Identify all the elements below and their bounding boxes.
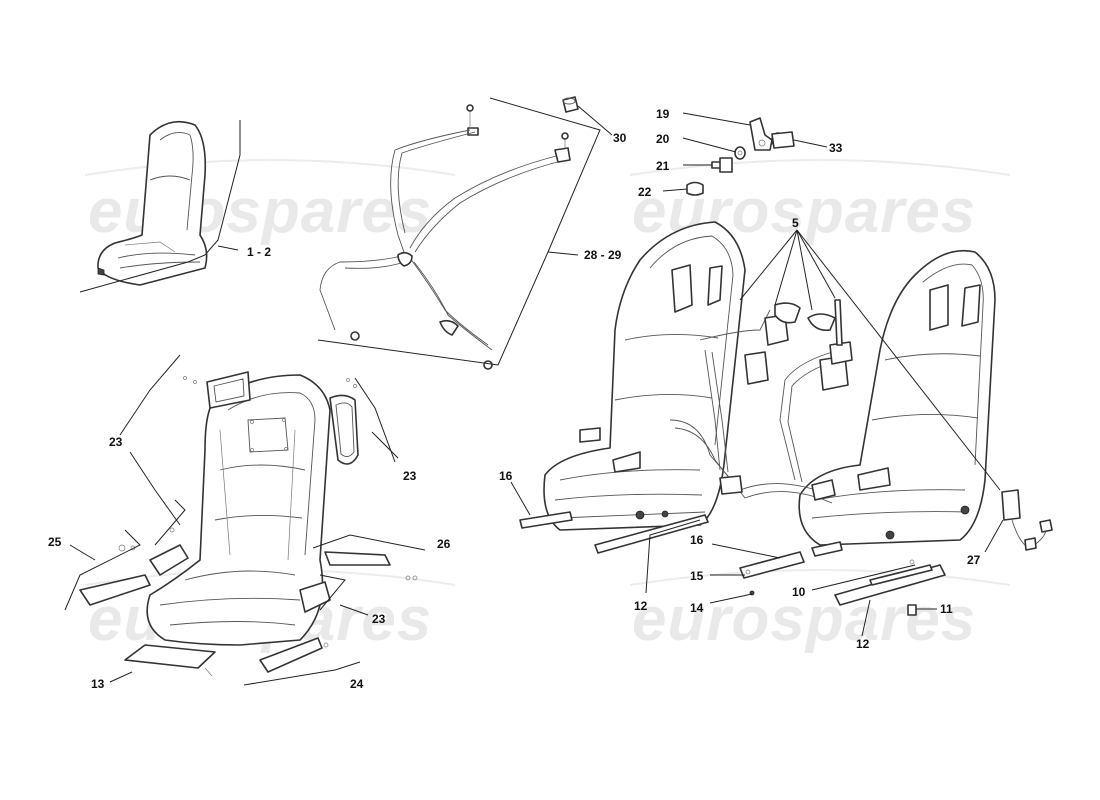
callout-13: 13 [91,677,105,691]
callout-22: 22 [638,185,652,199]
callout-20: 20 [656,132,670,146]
harness-illustration [319,104,571,370]
leader-5-a [739,229,798,301]
leader-26 [312,534,426,551]
callout-23-right: 23 [403,469,417,483]
callout-5: 5 [792,216,799,230]
callout-16-right: 16 [690,533,704,547]
callout-16-left: 16 [499,469,513,483]
small-seat-illustration [97,120,208,286]
leader-23-bottom [319,574,346,611]
callout-10: 10 [792,585,806,599]
leader-12-left [645,519,701,594]
leader-25 [64,529,141,611]
leader-23-upper [119,354,181,436]
twin-seats-illustration [519,221,1053,616]
callout-33: 33 [829,141,843,155]
callout-11: 11 [940,602,953,616]
callout-28-29: 28 - 29 [584,248,622,262]
callout-12-left: 12 [634,599,648,613]
leader-24 [243,661,361,686]
callout-1-2: 1 - 2 [247,245,271,259]
leader-1-2-bracket [79,120,241,293]
callout-12-right: 12 [856,637,870,651]
leader-23-lower [129,451,181,526]
callout-15: 15 [690,569,704,583]
callout-25: 25 [48,535,62,549]
bushing-30 [562,96,579,113]
callout-27: 27 [967,553,981,567]
leader-27 [984,519,1004,553]
anchor-hardware-group [686,117,795,196]
callout-30: 30 [613,131,627,145]
callout-19: 19 [656,107,670,121]
watermark-bottom-right: eurospares [632,585,976,654]
callout-14: 14 [690,601,704,615]
leader-16-left [510,481,531,516]
leader-23-right [354,377,396,463]
callout-24: 24 [350,677,364,691]
callout-23-bottom: 23 [372,612,386,626]
leader-10 [811,564,916,591]
callout-26: 26 [437,537,451,551]
callout-labels: 1 - 2 28 - 29 30 19 20 21 22 33 5 23 23 … [48,107,981,691]
leader-16-right [711,543,781,559]
exploded-seat-illustration [79,371,418,677]
leader-14 [709,593,753,604]
leader-12-right [861,599,871,637]
callout-21: 21 [656,159,670,173]
callout-23-left: 23 [109,435,123,449]
